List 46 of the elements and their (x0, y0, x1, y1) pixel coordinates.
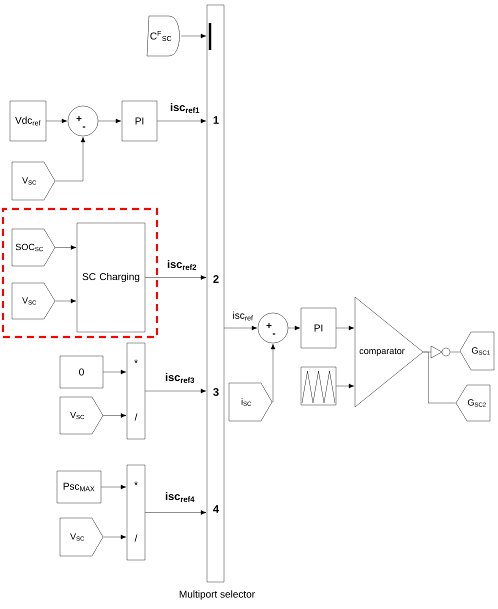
block: PI (300, 308, 336, 348)
arrow (55, 298, 76, 304)
signal-tag: G$_{SC1}$ (460, 332, 494, 370)
signal-tag: i$_{SC}$ (228, 382, 272, 422)
signal-tag: V$_{SC}$ (60, 396, 104, 434)
block: SC Charging (76, 222, 146, 332)
signal-tag: V$_{SC}$ (12, 162, 56, 200)
edge-label: isc$_{ref1}$ (169, 102, 201, 114)
product-block: * / (126, 342, 146, 440)
block: 0 (60, 356, 104, 388)
arrow (145, 388, 206, 394)
block: Psc$_{MAX}$ (56, 470, 102, 504)
arrow (336, 326, 354, 330)
carrier-wave-box (300, 366, 336, 406)
arrow (103, 534, 126, 540)
dashed-group-box (2, 208, 158, 338)
comparator-triangle: comparator (354, 296, 424, 408)
selector-caption: Multiport selector (180, 590, 255, 600)
signal-tag: V$_{SC}$ (12, 282, 56, 320)
arrow (288, 326, 300, 330)
product-block: * / (126, 464, 146, 560)
arrow (103, 370, 126, 374)
arrow (181, 34, 206, 38)
arrow (270, 344, 276, 402)
arrow (55, 245, 76, 250)
arrow (157, 118, 206, 124)
not-gate (430, 346, 450, 358)
arrow (145, 510, 206, 515)
arrow (55, 136, 86, 182)
multiport-selector-bar: 1 2 3 4 (206, 4, 224, 582)
edge-label: isc$_{ref3}$ (164, 372, 196, 384)
signal-tag: V$_{SC}$ (60, 518, 104, 556)
block: PI (122, 100, 158, 142)
arrow (103, 413, 126, 418)
arrow (46, 118, 68, 124)
arrow (224, 326, 258, 330)
edge-label: isc$_{ref}$ (232, 310, 254, 322)
edge-label: isc$_{ref4}$ (164, 491, 196, 503)
arrow (145, 275, 206, 280)
signal-tag: SOC$_{SC}$ (12, 228, 56, 266)
arrow (336, 384, 354, 388)
block: Vdc$_{ref}$ (10, 100, 46, 142)
arrow (101, 484, 126, 490)
edge-label: isc$_{ref2}$ (166, 259, 198, 271)
signal-tag: G$_{SC2}$ (456, 384, 490, 422)
arrow (98, 118, 122, 124)
